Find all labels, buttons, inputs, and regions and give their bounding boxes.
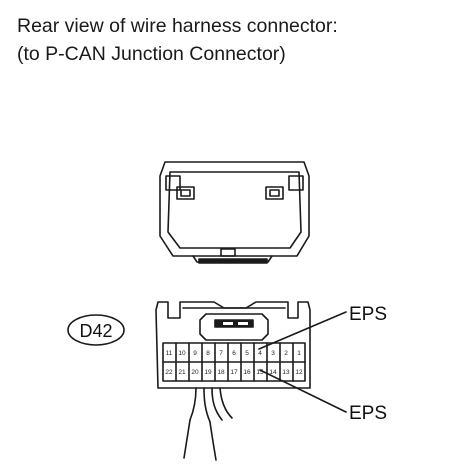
pin-label: 6: [232, 350, 236, 357]
pin-label: 13: [282, 369, 290, 376]
caption: Rear view of wire harness connector: (to…: [17, 12, 338, 68]
upper-connector-latch-right: [265, 186, 284, 200]
pin-label: 19: [204, 369, 212, 376]
pin-grid: [162, 342, 306, 382]
caption-line-2: (to P-CAN Junction Connector): [17, 43, 286, 65]
pin-label: 21: [178, 369, 186, 376]
connector-id-label: D42: [79, 321, 112, 341]
callout-bottom: EPS: [259, 369, 387, 424]
upper-connector-body: [159, 161, 310, 257]
pin-label: 12: [295, 369, 303, 376]
pin-label: 17: [230, 369, 238, 376]
pin-label: 7: [219, 350, 223, 357]
pin-label: 10: [178, 350, 186, 357]
upper-connector-key: [192, 248, 273, 264]
wire-bundle: [183, 387, 233, 461]
callout-top-label: EPS: [349, 304, 387, 325]
pin-label: 3: [271, 350, 275, 357]
pin-label: 5: [245, 350, 249, 357]
callout-top: EPS: [258, 304, 387, 350]
pin-label: 11: [166, 350, 173, 357]
upper-connector-latch-left: [176, 186, 195, 200]
connector-id-badge: D42: [67, 314, 125, 346]
callout-bottom-label: EPS: [349, 403, 387, 424]
pin-label: 8: [206, 350, 210, 357]
lower-connector-body: [155, 301, 311, 389]
pin-labels-bottom-row: 22 21 20 19 18 17 16 15 14 13 12: [165, 369, 303, 376]
pin-label: 15: [256, 369, 264, 376]
pin-label: 20: [191, 369, 199, 376]
pin-label: 18: [217, 369, 225, 376]
pin-label: 22: [165, 369, 173, 376]
pin-label: 14: [269, 369, 277, 376]
pin-label: 9: [193, 350, 197, 357]
pin-label: 16: [243, 369, 251, 376]
caption-line-1: Rear view of wire harness connector:: [17, 15, 338, 37]
pin-label: 2: [284, 350, 288, 357]
pin-label: 1: [297, 350, 301, 357]
pin-labels-top-row: 11 10 9 8 7 6 5 4 3 2 1: [166, 350, 302, 357]
pin-label: 4: [258, 350, 262, 357]
lower-connector-lock: [199, 313, 269, 341]
